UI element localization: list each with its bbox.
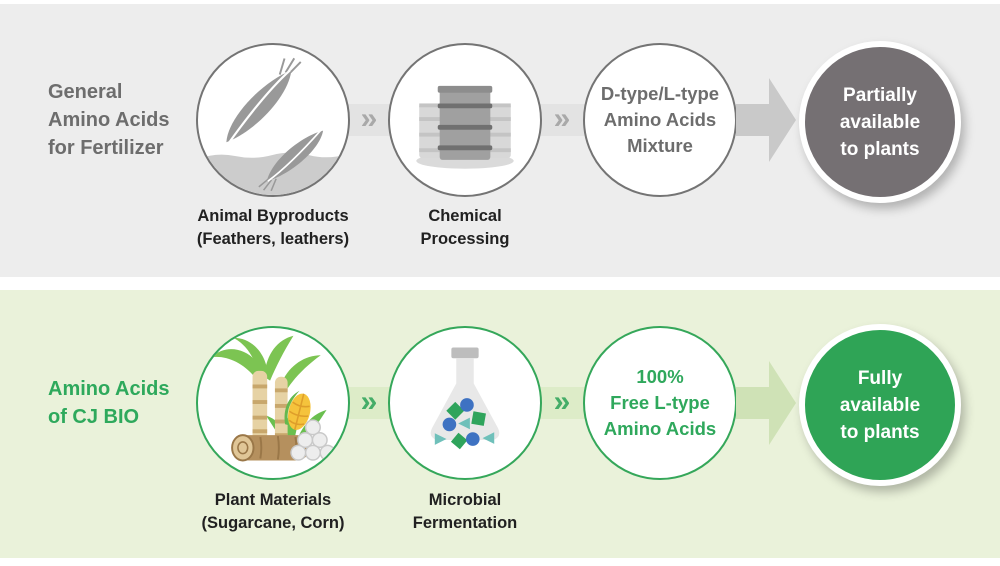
- step-circle-free-l-type: 100% Free L-type Amino Acids: [583, 326, 737, 480]
- feathers-icon: [198, 57, 348, 195]
- label-line: Chemical: [428, 207, 502, 225]
- chevron-right-icon: »: [553, 102, 571, 135]
- result-line: to plants: [840, 138, 920, 160]
- result-line: Fully: [857, 367, 903, 389]
- label-line: Plant Materials: [214, 491, 332, 509]
- flask-icon: [430, 347, 500, 450]
- label-line: Fermentation: [412, 514, 518, 532]
- row-heading-cj-bio: Amino Acids of CJ BIO: [48, 375, 170, 431]
- heading-line: of CJ BIO: [48, 406, 140, 428]
- result-circle-partially-available: Partially available to plants: [799, 41, 961, 203]
- step-label-microbial-fermentation: Microbial Fermentation: [343, 489, 587, 535]
- plants-icon: [211, 335, 336, 462]
- label-line: Processing: [420, 230, 510, 248]
- step-circle-chemical-processing: [388, 43, 542, 197]
- chevron-right-icon: »: [553, 385, 571, 418]
- result-line: available: [839, 394, 921, 416]
- heading-line: for Fertilizer: [48, 137, 164, 159]
- step-label-chemical-processing: Chemical Processing: [343, 205, 587, 251]
- label-line: Microbial: [428, 491, 502, 509]
- chevron-right-icon: »: [360, 102, 378, 135]
- result-line: Partially: [843, 84, 917, 106]
- circle-text-line: Free L-type: [610, 392, 710, 413]
- step-label-animal-byproducts: Animal Byproducts (Feathers, leathers): [151, 205, 395, 251]
- label-line: (Sugarcane, Corn): [201, 514, 345, 532]
- row-heading-general: General Amino Acids for Fertilizer: [48, 78, 170, 162]
- heading-line: Amino Acids: [48, 378, 170, 400]
- arrow-right-icon: [736, 78, 796, 162]
- result-line: available: [839, 111, 921, 133]
- label-line: (Feathers, leathers): [196, 230, 350, 248]
- step-circle-mixture: D-type/L-type Amino Acids Mixture: [583, 43, 737, 197]
- circle-text-line: Amino Acids: [603, 418, 717, 439]
- step-label-plant-materials: Plant Materials (Sugarcane, Corn): [151, 489, 395, 535]
- result-line: to plants: [840, 421, 920, 443]
- circle-text-line: D-type/L-type: [600, 83, 720, 104]
- barrels-icon: [416, 85, 514, 169]
- step-circle-plant-materials: [196, 326, 350, 480]
- circle-text-line: 100%: [636, 366, 684, 387]
- arrow-right-icon: [736, 361, 796, 445]
- circle-text-line: Mixture: [627, 135, 693, 156]
- result-circle-fully-available: Fully available to plants: [799, 324, 961, 486]
- heading-line: General: [48, 81, 123, 103]
- circle-text-line: Amino Acids: [603, 109, 717, 130]
- label-line: Animal Byproducts: [197, 207, 349, 225]
- chevron-right-icon: »: [360, 385, 378, 418]
- step-circle-animal-byproducts: [196, 43, 350, 197]
- step-circle-microbial-fermentation: [388, 326, 542, 480]
- heading-line: Amino Acids: [48, 109, 170, 131]
